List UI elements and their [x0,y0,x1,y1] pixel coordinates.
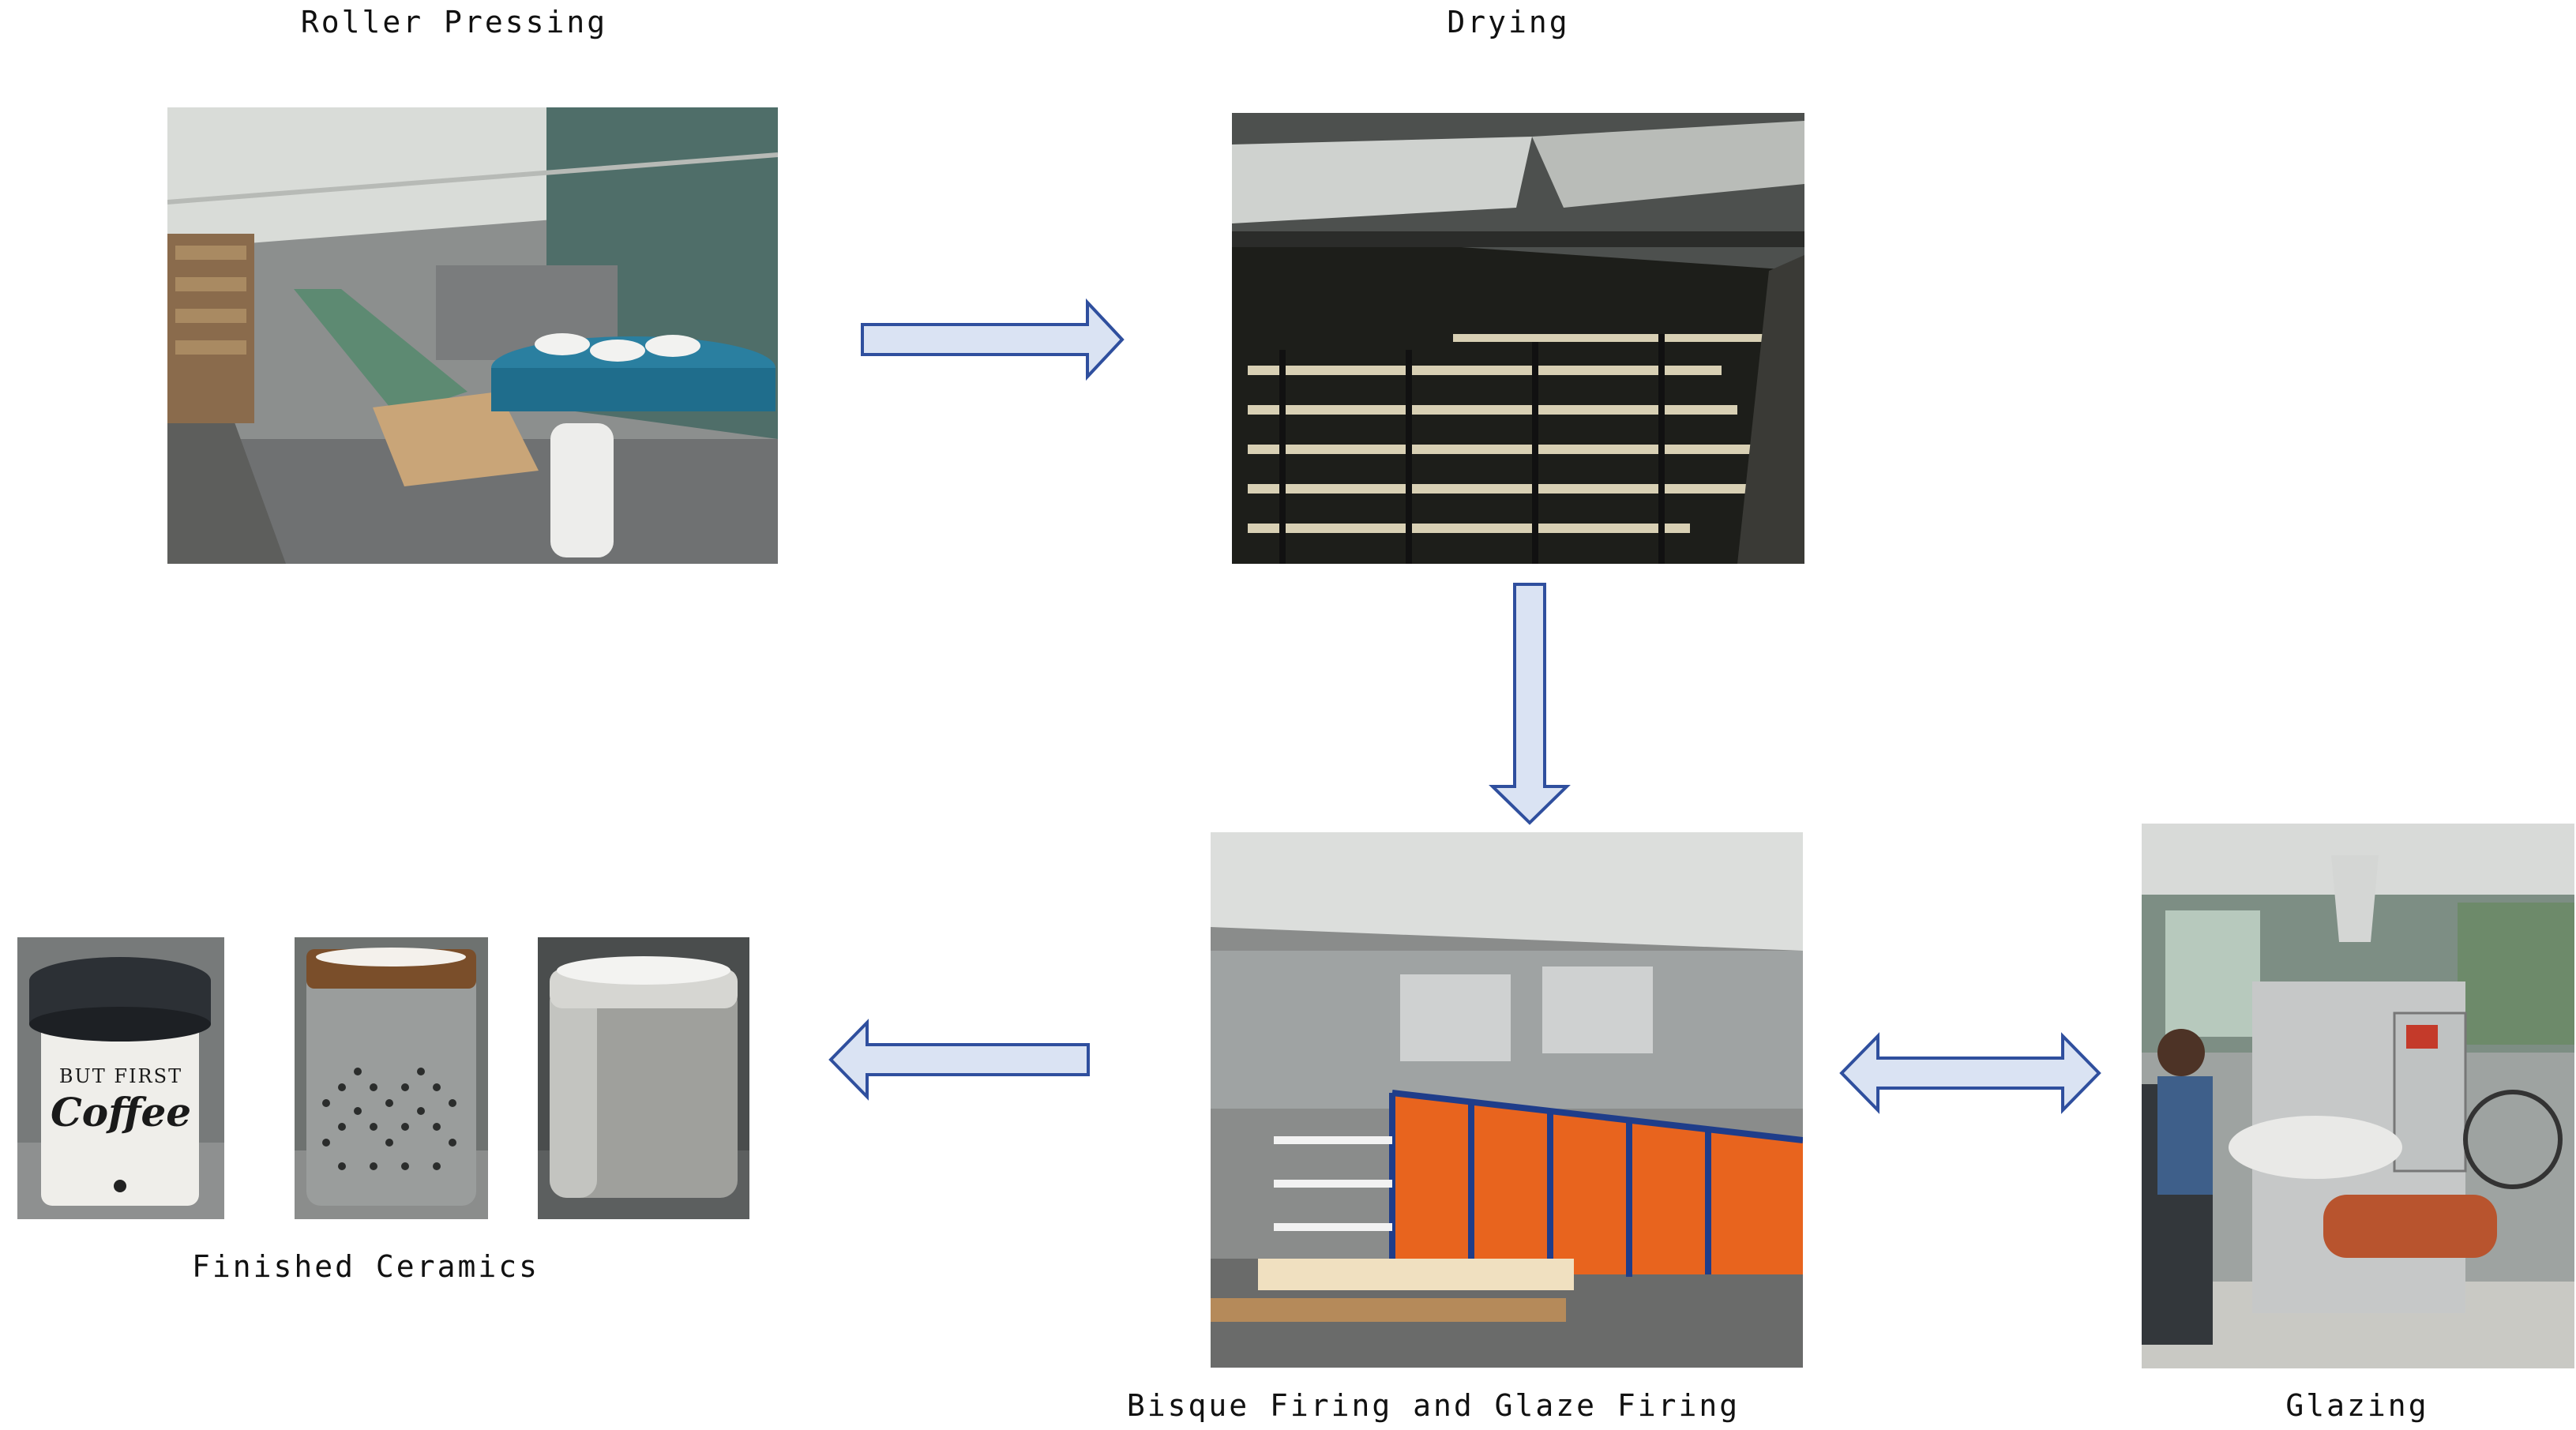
glazing-photo [2142,824,2574,1368]
finished-mug-coffee-photo: BUT FIRST Coffee [17,937,224,1219]
label-finished-ceramics: Finished Ceramics [192,1249,539,1284]
label-drying: Drying [1447,5,1570,39]
finished-grey-jar-photo [538,937,749,1219]
mug-print-line2: Coffee [50,1089,192,1135]
label-glazing: Glazing [2285,1388,2429,1423]
label-roller-pressing: Roller Pressing [300,5,608,39]
arrow-down-drying-to-firing [1489,583,1571,825]
drying-photo [1232,113,1804,564]
roller-pressing-photo [167,107,778,564]
arrow-right-roller-to-drying [861,298,1125,381]
mug-print-line1: BUT FIRST [58,1065,183,1087]
arrow-left-firing-to-finished [828,1019,1090,1101]
finished-pierced-canister-photo [295,937,488,1219]
label-bisque-glaze-firing: Bisque Firing and Glaze Firing [1126,1388,1740,1423]
bisque-glaze-firing-photo [1211,832,1803,1368]
arrow-bidirectional-firing-glazing [1839,1032,2101,1114]
